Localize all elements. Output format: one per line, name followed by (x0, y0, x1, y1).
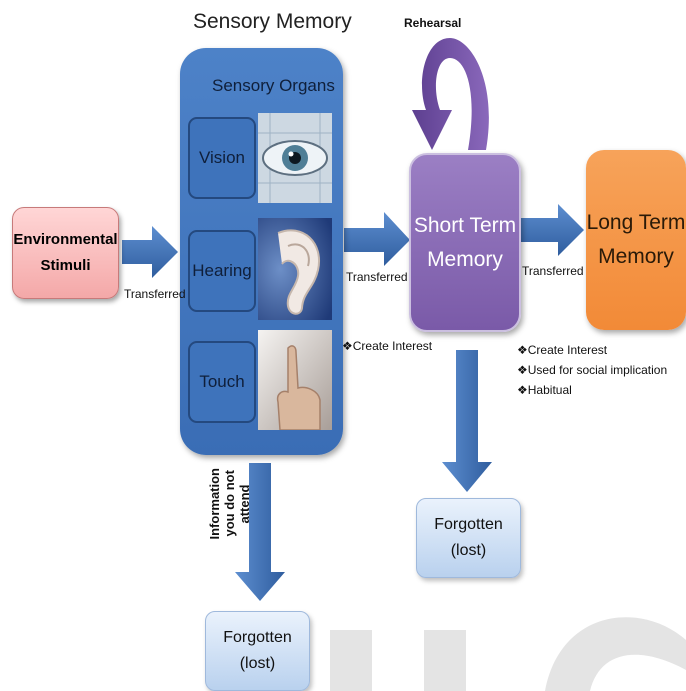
sensory-memory-title: Sensory Memory (193, 10, 352, 33)
environmental-label-line1: Environmental (13, 231, 118, 248)
stm-notes-list: ❖Create Interest ❖Used for social implic… (517, 340, 667, 400)
eye-image (258, 113, 332, 203)
not-attend-label: Information you do not attend (207, 468, 252, 540)
forgotten-box-sensory: Forgotten (lost) (205, 611, 310, 691)
transferred-label-1: Transferred (124, 287, 186, 301)
sensory-organs-heading: Sensory Organs (212, 76, 335, 95)
sensory-create-interest-note: ❖Create Interest (342, 339, 433, 353)
rehearsal-label: Rehearsal (404, 16, 462, 30)
not-attend-line2: you do not (222, 470, 237, 537)
forgotten-label-line2: (lost) (450, 542, 487, 559)
environmental-label-line2: Stimuli (40, 257, 91, 274)
organ-hearing: Hearing (188, 230, 256, 312)
arrow-env-to-sensory (122, 226, 178, 278)
forgotten-label-line2: (lost) (239, 655, 276, 672)
rehearsal-loop-arrow (412, 38, 489, 150)
forgotten-box-stm: Forgotten (lost) (416, 498, 521, 578)
ear-image (258, 218, 332, 320)
finger-image (258, 330, 332, 430)
not-attend-line3: attend (237, 484, 252, 524)
stm-label-line2: Memory (427, 247, 503, 271)
not-attend-line1: Information (207, 468, 222, 540)
stm-label-line1: Short Term (413, 213, 517, 237)
transferred-label-3: Transferred (522, 264, 584, 278)
ltm-label-line2: Memory (598, 245, 674, 268)
organ-touch: Touch (188, 341, 256, 423)
organ-vision: Vision (188, 117, 256, 199)
forgotten-label-line1: Forgotten (434, 516, 503, 533)
ltm-label-line1: Long Term (586, 211, 686, 234)
arrow-stm-to-forgotten (442, 350, 492, 492)
environmental-stimuli-box: Environmental Stimuli (12, 207, 119, 299)
stm-note-item: ❖Used for social implication (517, 363, 668, 377)
long-term-memory-box: Long Term Memory (586, 150, 686, 330)
short-term-memory-box: Short Term Memory (409, 153, 521, 332)
stm-note-item: ❖Habitual (517, 383, 572, 397)
stm-note-item: ❖Create Interest (517, 343, 608, 357)
forgotten-label-line1: Forgotten (223, 629, 292, 646)
arrow-sensory-to-forgotten (235, 463, 285, 601)
transferred-label-2: Transferred (346, 270, 408, 284)
arrow-sensory-to-stm (344, 212, 410, 266)
arrow-stm-to-ltm (520, 204, 584, 256)
